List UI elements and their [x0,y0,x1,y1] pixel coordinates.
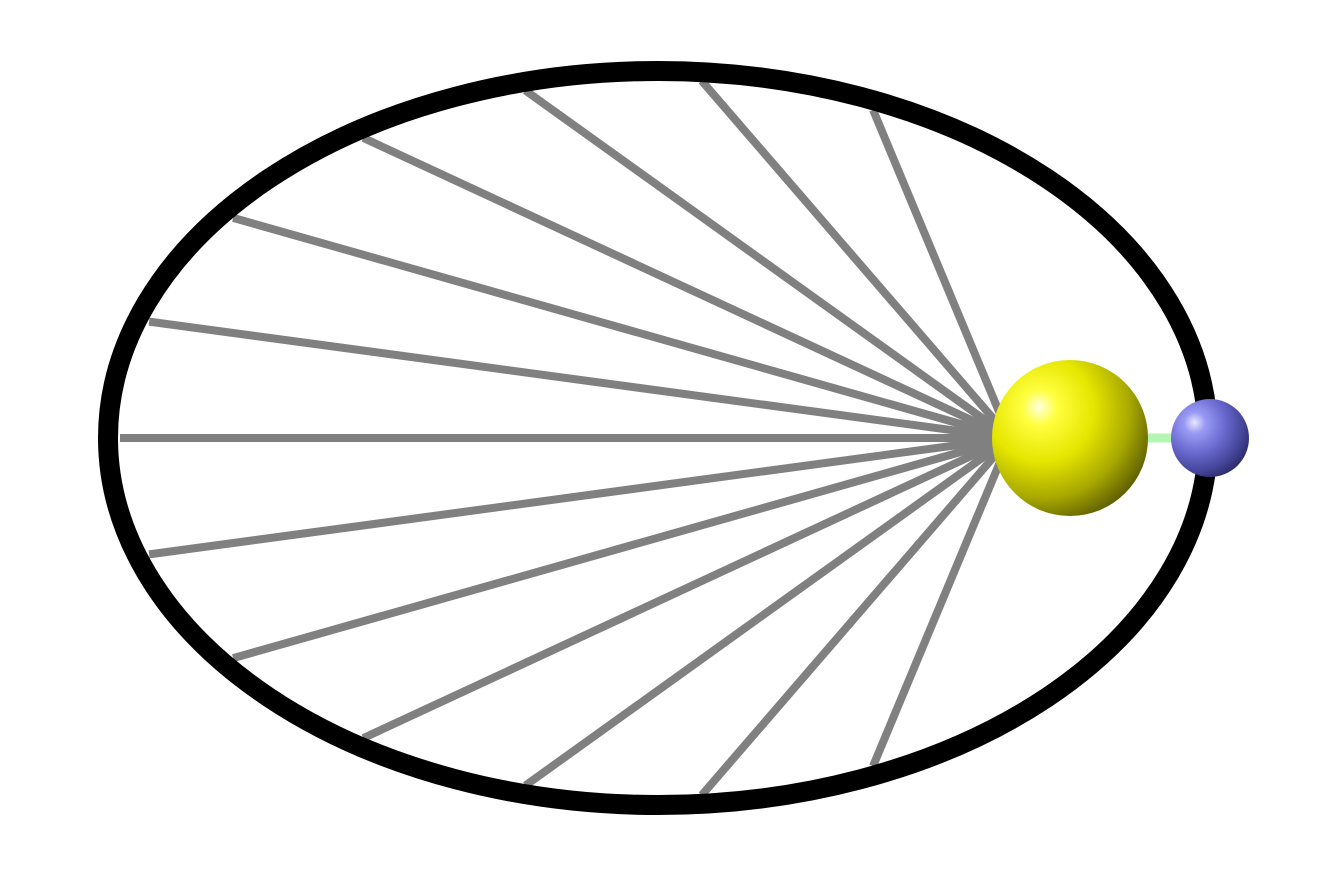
radius-lines-group [120,78,1014,798]
orbiting-body-sphere [1171,399,1249,477]
central-body-sphere [992,360,1148,516]
radius-line [698,435,1014,798]
radius-line [523,87,1013,442]
radius-line [232,434,1012,662]
radius-line [148,317,1011,442]
radius-line [361,434,1012,742]
radius-line [361,134,1012,442]
radius-line [232,214,1012,442]
radius-line [523,434,1013,789]
radius-line [148,434,1011,559]
radius-line [869,436,1014,768]
radius-line [698,78,1014,441]
radius-line [869,108,1014,440]
